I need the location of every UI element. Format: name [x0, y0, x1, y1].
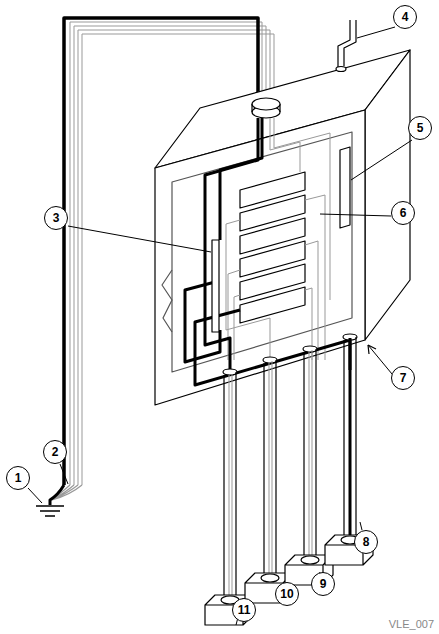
callout-number: 11: [232, 598, 256, 622]
callout-number: 4: [393, 5, 417, 29]
figure-id: VLE_007: [389, 618, 434, 630]
callout-number: 3: [44, 206, 68, 230]
callout-number: 6: [391, 201, 415, 225]
callout-number: 9: [311, 572, 335, 596]
callout-number: 1: [6, 466, 30, 490]
callout-number: 10: [275, 582, 299, 606]
callout-number: 5: [408, 116, 432, 140]
callout-number: 8: [354, 530, 378, 554]
callout-number: 7: [391, 366, 415, 390]
callout-number: 2: [43, 440, 67, 464]
